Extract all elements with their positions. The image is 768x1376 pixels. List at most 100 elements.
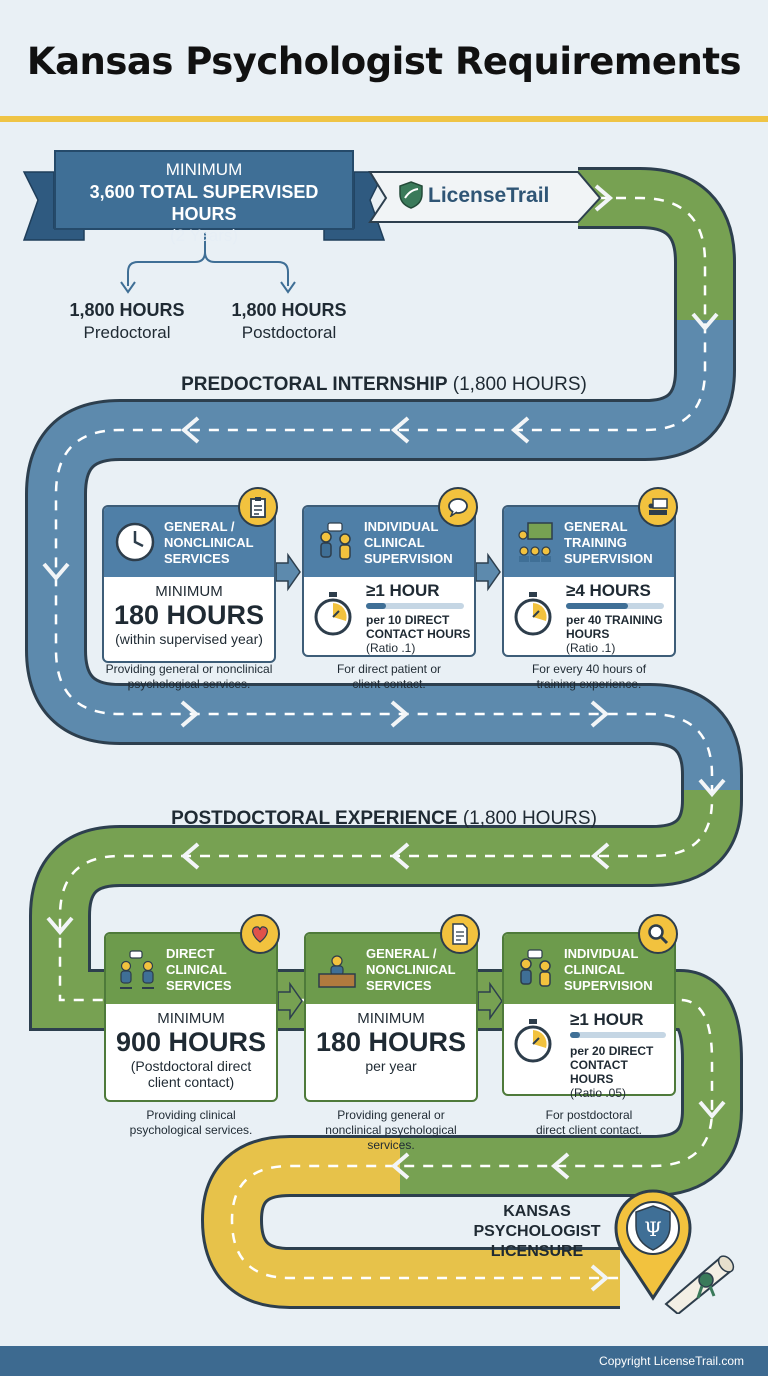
page-title: Kansas Psychologist Requirements (26, 40, 742, 83)
licensure-line: KANSAS (503, 1203, 571, 1220)
counseling-icon (120, 950, 154, 989)
ratio-meter-fill (570, 1032, 580, 1038)
caption-line: psychological services. (129, 1123, 253, 1137)
licensure-line: LICENSURE (490, 1243, 584, 1260)
caption-line: psychological services. (127, 677, 251, 691)
card-head-line: INDIVIDUAL (364, 519, 439, 534)
card-big-value: 900 HOURS (115, 1027, 267, 1057)
people-discussion-icon (320, 522, 351, 560)
card-note: (within supervised year) (115, 631, 263, 647)
logo-text: LicenseTrail (428, 184, 550, 207)
card-big-value: 180 HOURS (113, 600, 265, 630)
title-underline (0, 116, 768, 122)
card-big-value: ≥4 HOURS (566, 581, 651, 600)
footer-bar: Copyright LicenseTrail.com (0, 1346, 768, 1376)
card-detail-line: per 10 DIRECT (366, 613, 450, 627)
ratio-meter (366, 603, 464, 609)
licensure-label: KANSAS PSYCHOLOGIST LICENSURE (462, 1202, 612, 1262)
split-postdoctoral: 1,800 HOURS Postdoctoral (214, 300, 364, 343)
card-note: per year (365, 1058, 417, 1074)
split-hours: 1,800 HOURS (69, 300, 185, 320)
predoctoral-heading: PREDOCTORAL INTERNSHIP (1,800 HOURS) (0, 374, 768, 396)
caption-line: services. (367, 1138, 415, 1152)
caption-line: Providing general or (337, 1108, 445, 1122)
classroom-icon (518, 522, 553, 562)
card-head-line: NONCLINICAL (164, 535, 254, 550)
caption-line: direct client contact. (535, 1123, 643, 1137)
card-head-line: TRAINING (564, 535, 627, 550)
card-head-line: CLINICAL (166, 962, 227, 977)
card-head-line: CLINICAL (564, 962, 625, 977)
card-minimum-label: MINIMUM (155, 583, 223, 600)
clipboard-icon (238, 487, 278, 527)
card-detail-line: per 40 TRAINING (566, 613, 663, 627)
card-head-line: INDIVIDUAL (564, 946, 639, 961)
card-head-line: NONCLINICAL (366, 962, 456, 977)
clock-icon (115, 522, 155, 562)
caption-line: For every 40 hours of (531, 662, 647, 676)
stopwatch-icon (514, 592, 552, 636)
section-title: POSTDOCTORAL EXPERIENCE (171, 808, 458, 829)
caption-line: training experience. (536, 677, 642, 691)
card-big-value: 180 HOURS (315, 1027, 467, 1057)
card-head-line: SUPERVISION (364, 551, 453, 566)
card-head-line: SERVICES (166, 978, 232, 993)
banner-line2: 3,600 TOTAL SUPERVISED HOURS (89, 182, 319, 224)
presentation-icon (638, 487, 678, 527)
card-head-line: GENERAL (564, 519, 628, 534)
section-hours: (1,800 HOURS) (452, 374, 587, 395)
stopwatch-icon (314, 592, 352, 636)
card-big-value: ≥1 HOUR (366, 581, 440, 600)
card-head-line: SERVICES (366, 978, 432, 993)
caption-line: For postdoctoral (545, 1108, 633, 1122)
ratio-meter (570, 1032, 666, 1038)
speech-bubble-icon (438, 487, 478, 527)
postdoctoral-heading: POSTDOCTORAL EXPERIENCE (1,800 HOURS) (0, 808, 768, 830)
card-head-line: DIRECT (166, 946, 215, 961)
card-head-line: SUPERVISION (564, 978, 653, 993)
people-discussion-icon (520, 949, 551, 987)
heart-icon (240, 914, 280, 954)
card-minimum-label: MINIMUM (157, 1010, 225, 1027)
card-detail-line: CONTACT HOURS (366, 627, 471, 641)
split-label: Predoctoral (83, 323, 171, 342)
card-detail-line: CONTACT HOURS (570, 1058, 628, 1086)
ratio-meter-fill (366, 603, 386, 609)
card-big-value: ≥1 HOUR (570, 1010, 644, 1029)
card-head-line: SUPERVISION (564, 551, 653, 566)
stopwatch-icon (514, 1019, 552, 1063)
banner-line1: MINIMUM (165, 160, 243, 179)
shield-icon (398, 181, 424, 209)
section-title: PREDOCTORAL INTERNSHIP (181, 374, 448, 395)
section-hours: (1,800 HOURS) (462, 808, 597, 829)
magnifier-icon (638, 914, 678, 954)
banner-line3: (2 Years) (169, 226, 239, 245)
svg-text:Ψ: Ψ (644, 1217, 662, 1241)
caption-line: client contact. (352, 677, 426, 691)
diploma-icon (664, 1255, 735, 1314)
total-hours-banner: MINIMUM 3,600 TOTAL SUPERVISED HOURS (2 … (54, 150, 354, 245)
card-ratio: (Ratio .1) (366, 641, 416, 655)
card-minimum-label: MINIMUM (357, 1010, 425, 1027)
copyright-text: Copyright LicenseTrail.com (599, 1354, 744, 1368)
ratio-meter (566, 603, 664, 609)
ratio-meter-fill (566, 603, 628, 609)
caption-line: nonclinical psychological (325, 1123, 457, 1137)
document-icon (440, 914, 480, 954)
card-head-line: GENERAL / (164, 519, 235, 534)
licensure-line: PSYCHOLOGIST (473, 1223, 601, 1240)
split-hours: 1,800 HOURS (231, 300, 347, 320)
